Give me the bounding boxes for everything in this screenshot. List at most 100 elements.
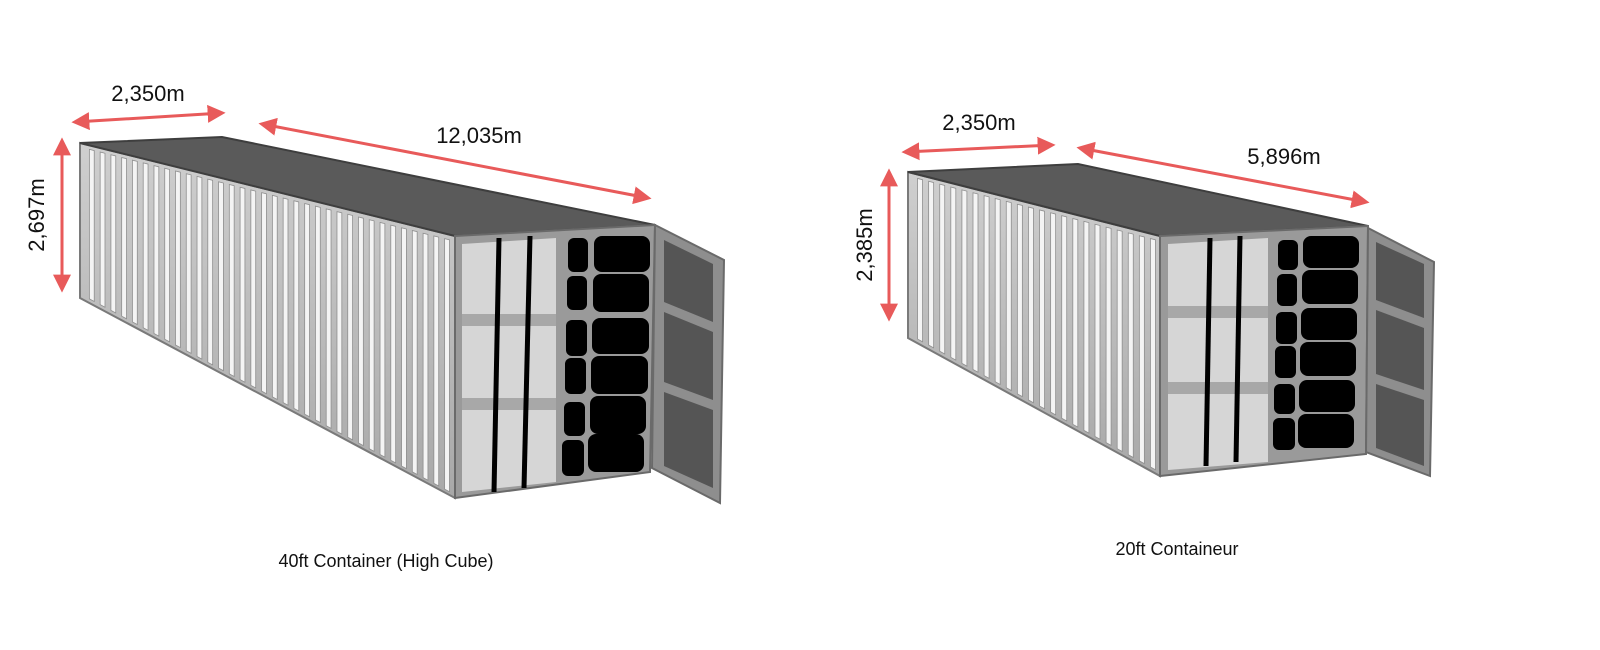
container-20ft-left-door-bar [1168, 382, 1268, 394]
width-label: 2,350m [111, 81, 184, 106]
door-panel [1276, 312, 1297, 344]
door-panel [1301, 308, 1357, 340]
side-rib [1105, 226, 1112, 447]
side-rib [994, 197, 1001, 386]
door-panel [562, 440, 584, 476]
container-20ft-lock-rod [1233, 235, 1243, 463]
side-rib [401, 227, 407, 470]
side-rib [1072, 218, 1079, 428]
side-rib [433, 235, 440, 487]
height-label: 2,385m [852, 208, 877, 281]
side-rib [983, 195, 990, 380]
door-panel [1277, 274, 1297, 306]
door-panel [1303, 236, 1359, 268]
container-caption: 40ft Container (High Cube) [278, 551, 493, 571]
door-inner-panel [1376, 310, 1424, 390]
side-rib [293, 200, 300, 412]
side-rib [379, 221, 386, 458]
side-rib [1083, 220, 1090, 434]
container-40ft-ribs [88, 148, 450, 493]
door-panel [1273, 418, 1295, 450]
side-rib [1094, 223, 1101, 440]
door-panel [1300, 342, 1356, 376]
side-rib [390, 224, 397, 464]
side-rib [1116, 229, 1123, 453]
side-rib [142, 162, 149, 331]
container-20ft-ribs [917, 177, 1156, 471]
container-20ft-lock-rod [1203, 237, 1213, 467]
side-rib [1016, 203, 1023, 398]
side-rib [261, 192, 267, 395]
side-rib [444, 238, 450, 493]
door-panel [590, 396, 646, 434]
side-rib [1039, 209, 1045, 410]
side-rib [950, 186, 957, 361]
side-rib [304, 202, 310, 418]
side-rib [250, 189, 257, 389]
door-panel [1298, 414, 1354, 448]
door-panel [594, 236, 650, 272]
length-arrow [258, 117, 652, 205]
side-rib [132, 159, 138, 326]
container-20ft-left-door [1168, 238, 1268, 470]
door-panel [567, 276, 587, 310]
width-arrow [71, 104, 226, 131]
side-rib [336, 211, 343, 435]
side-rib [185, 173, 192, 355]
width-arrow [901, 136, 1056, 161]
length-label: 12,035m [436, 123, 522, 148]
door-panel [593, 274, 649, 312]
side-rib [1061, 215, 1068, 422]
container-40ft-left-door-bar [462, 314, 556, 326]
side-rib [347, 213, 353, 441]
side-rib [164, 167, 170, 343]
door-panel [591, 356, 648, 394]
door-panel [1278, 240, 1298, 270]
side-rib [228, 184, 235, 378]
side-rib [218, 181, 224, 372]
container-caption: 20ft Containeur [1115, 539, 1238, 559]
door-panel [1299, 380, 1355, 412]
container-40ft-lock-rod [491, 237, 502, 493]
door-panel [568, 238, 588, 272]
side-rib [175, 170, 181, 349]
door-inner-panel [1376, 384, 1424, 466]
container-20ft-left-door-bar [1168, 306, 1268, 318]
side-rib [271, 194, 278, 401]
door-panel [566, 320, 587, 356]
length-label: 5,896m [1247, 144, 1320, 169]
door-panel [1275, 346, 1296, 378]
container-40ft-left-door-bar [462, 398, 556, 410]
door-panel [1274, 384, 1295, 414]
side-rib [368, 219, 375, 453]
container-20ft-group: 2,350m 5,896m 2,385m 20ft Containeur [852, 110, 1436, 559]
door-panel [1302, 270, 1358, 304]
door-inner-panel [664, 312, 713, 400]
side-rib [972, 192, 979, 373]
side-rib [961, 189, 968, 367]
container-40ft-right-door [562, 236, 650, 476]
side-rib [282, 197, 289, 406]
container-40ft-lock-rod [521, 235, 533, 489]
side-rib [422, 232, 429, 481]
side-rib [1150, 238, 1156, 471]
side-rib [1127, 232, 1134, 459]
side-rib [928, 180, 935, 349]
width-label: 2,350m [942, 110, 1015, 135]
length-arrow [1076, 141, 1370, 209]
door-panel [564, 402, 585, 436]
container-20ft-right-door [1273, 236, 1359, 450]
side-rib [1028, 206, 1034, 404]
side-rib [88, 148, 95, 303]
door-inner-panel [664, 240, 713, 322]
side-rib [239, 186, 246, 383]
side-rib [207, 178, 214, 366]
door-panel [588, 434, 644, 472]
side-rib [121, 156, 127, 320]
height-label: 2,697m [24, 178, 49, 251]
side-rib [1005, 200, 1012, 392]
side-rib [110, 154, 117, 314]
side-rib [358, 216, 364, 447]
side-rib [1050, 212, 1057, 416]
